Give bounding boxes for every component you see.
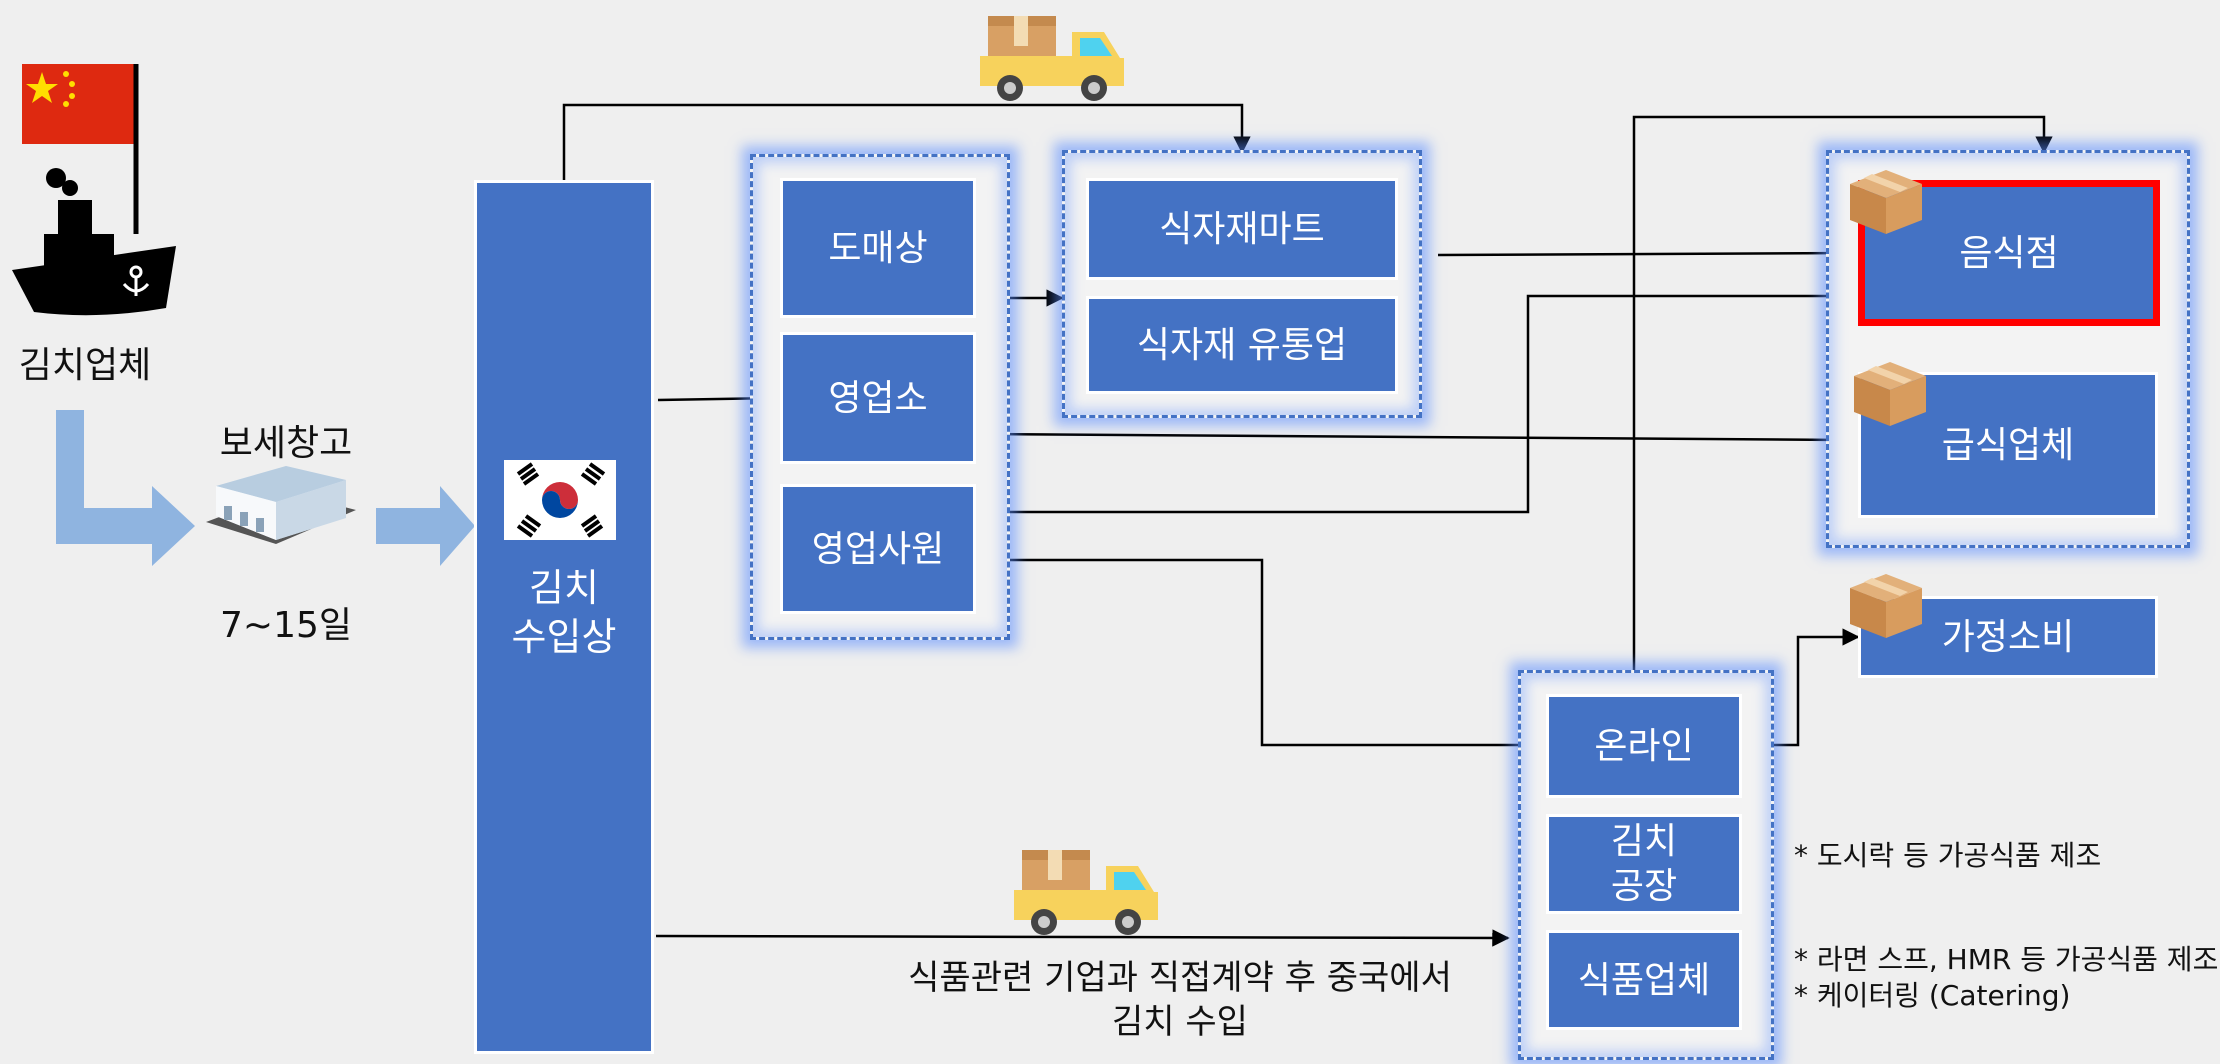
food-company-box: 식품업체 — [1546, 930, 1742, 1030]
ship-icon — [8, 160, 188, 324]
flow-arrow-warehouse-to-importer — [376, 486, 475, 566]
warehouse-icon — [196, 462, 366, 566]
importer-box — [474, 180, 654, 1054]
line-mart-to-restaurant — [1437, 244, 1860, 262]
korea-flag-icon — [504, 460, 616, 544]
package-icon — [1850, 358, 1930, 432]
line-office-to-catering — [977, 431, 1846, 449]
direct-contract-label: 식품관련 기업과 직접계약 후 중국에서 김치 수입 — [908, 958, 1452, 1043]
package-icon — [1846, 570, 1926, 644]
truck-icon-top — [980, 4, 1130, 108]
catering-box: 급식업체 — [1858, 372, 2158, 518]
importer-label: 김치 수입상 — [511, 566, 617, 660]
mart-box: 식자재마트 — [1086, 178, 1398, 280]
food-company-note: * 라면 스프, HMR 등 가공식품 제조 * 케이터링 (Catering) — [1794, 943, 2219, 1013]
warehouse-label: 보세창고 — [219, 423, 353, 464]
salesperson-box: 영업사원 — [780, 484, 976, 614]
line-salesperson-to-online — [978, 558, 1548, 754]
sales-office-box: 영업소 — [780, 332, 976, 464]
line-online-to-consumer — [1632, 115, 2053, 694]
online-box: 온라인 — [1546, 694, 1742, 798]
package-icon — [1846, 166, 1926, 240]
factory-note: * 도시락 등 가공식품 제조 — [1794, 839, 2102, 872]
china-flag-icon — [22, 64, 142, 238]
flow-arrow-ship-to-warehouse — [56, 410, 195, 566]
source-label: 김치업체 — [18, 345, 152, 386]
warehouse-duration: 7~15일 — [220, 605, 352, 646]
kimchi-factory-box: 김치 공장 — [1546, 814, 1742, 914]
restaurant-box: 음식점 — [1858, 180, 2160, 326]
distributor-box: 식자재 유통업 — [1086, 296, 1398, 394]
wholesaler-box: 도매상 — [780, 178, 976, 318]
line-importer-to-foodco — [655, 929, 1510, 947]
line-salesperson-to-restaurant — [978, 287, 1872, 514]
line-importer-to-mart — [562, 103, 1251, 180]
truck-icon-bottom — [1014, 838, 1164, 942]
